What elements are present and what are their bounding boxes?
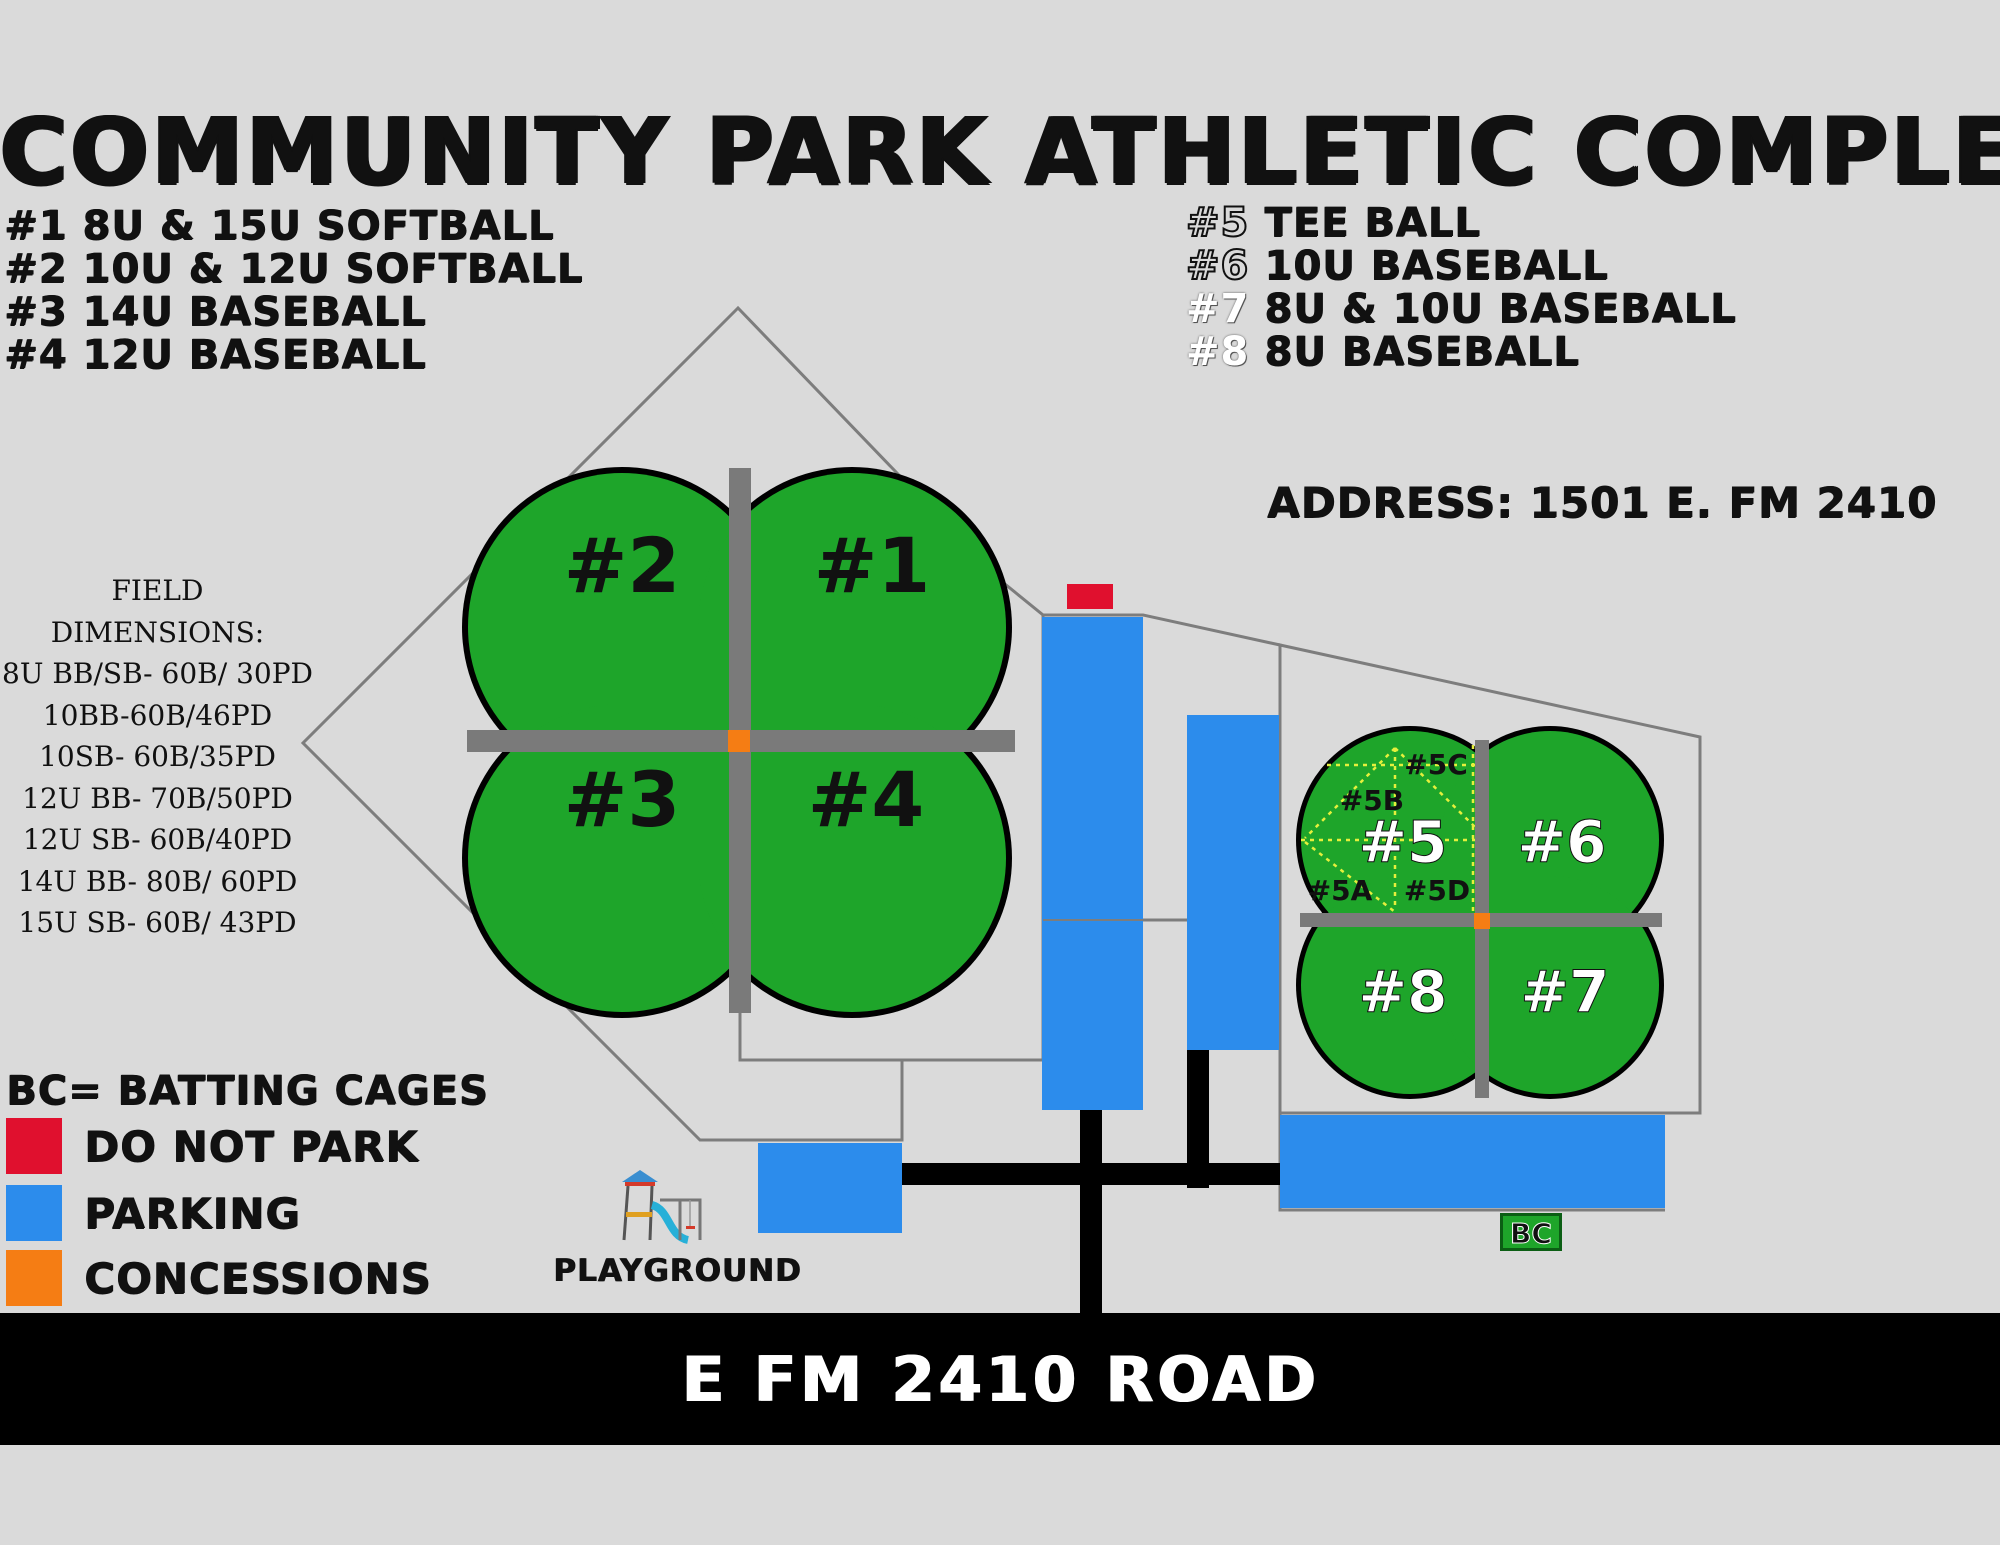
address-text: ADDRESS: 1501 E. FM 2410 xyxy=(1267,478,1938,527)
legend-label: DO NOT PARK xyxy=(84,1121,419,1171)
field-2-label: #2 xyxy=(564,521,681,610)
main-road: E FM 2410 ROAD xyxy=(0,1313,2000,1445)
legend-swatch-red xyxy=(6,1118,62,1174)
field-5a-label: #5A xyxy=(1308,874,1373,907)
parking-lot-center xyxy=(1187,715,1279,1050)
field-list-item: #5 TEE BALL xyxy=(1185,200,1481,246)
concession-stand-b xyxy=(1474,913,1490,929)
field-4-label: #4 xyxy=(808,755,925,844)
field-3-label: #3 xyxy=(564,755,681,844)
field-5-label: #5 xyxy=(1359,808,1448,876)
legend-swatch-orange xyxy=(6,1250,62,1306)
field-list-item: #7 8U & 10U BASEBALL xyxy=(1186,286,1737,332)
field-list-item: #3 14U BASEBALL xyxy=(4,289,427,335)
field-6-label: #6 xyxy=(1518,808,1607,876)
legend-swatch-blue xyxy=(6,1185,62,1241)
playground-icon xyxy=(622,1170,702,1244)
field-5c-label: #5C xyxy=(1404,748,1468,781)
field-5-subdivisions xyxy=(1301,745,1479,915)
parking-lot-east xyxy=(1280,1115,1665,1208)
legend-item-parking: PARKING xyxy=(6,1185,301,1241)
dimensions-heading: FIELD xyxy=(111,574,204,607)
concession-stand-a xyxy=(728,730,750,752)
dimension-line: 15U SB- 60B/ 43PD xyxy=(18,906,297,939)
legend-label: CONCESSIONS xyxy=(84,1253,432,1303)
field-list-right: #5 TEE BALL #6 10U BASEBALL #7 8U & 10U … xyxy=(1185,200,1737,375)
batting-cages-label: BC xyxy=(1510,1217,1552,1250)
legend-item-no-park: DO NOT PARK xyxy=(6,1118,419,1174)
field-list-item: #6 10U BASEBALL xyxy=(1185,243,1609,289)
field-5b-label: #5B xyxy=(1340,784,1404,817)
playground-label: PLAYGROUND xyxy=(553,1253,802,1289)
field-dimensions: FIELD DIMENSIONS: 8U BB/SB- 60B/ 30PD 10… xyxy=(0,570,315,944)
field-list-item: #1 8U & 15U SOFTBALL xyxy=(4,203,555,249)
field-list-item: #2 10U & 12U SOFTBALL xyxy=(4,246,584,292)
page-title: COMMUNITY PARK ATHLETIC COMPLEX xyxy=(0,98,2000,205)
field-7-label: #7 xyxy=(1521,958,1610,1026)
dimension-line: 10BB-60B/46PD xyxy=(42,698,273,732)
field-1-label: #1 xyxy=(814,521,931,610)
complex-b-boundary xyxy=(1278,643,1702,1115)
north-connector-road xyxy=(1187,1048,1209,1188)
legend-item-concessions: CONCESSIONS xyxy=(6,1250,432,1306)
main-entry-road xyxy=(1080,1108,1102,1318)
parking-lot-west xyxy=(758,1143,902,1233)
road-label: E FM 2410 ROAD xyxy=(681,1342,1319,1416)
field-8-label: #8 xyxy=(1359,958,1448,1026)
cross-road xyxy=(902,1163,1280,1185)
complex-a-fields xyxy=(462,467,1015,1018)
legend-label: PARKING xyxy=(84,1188,301,1238)
dimensions-heading: DIMENSIONS: xyxy=(50,615,265,649)
legend-title: BC= BATTING CAGES xyxy=(6,1068,489,1114)
complex-b-fields xyxy=(1296,726,1664,1099)
dimension-line: 12U SB- 60B/40PD xyxy=(22,823,293,856)
dimension-line: 14U BB- 80B/ 60PD xyxy=(17,864,298,898)
field-list-item: #8 8U BASEBALL xyxy=(1186,329,1580,375)
field-list-left: #1 8U & 15U SOFTBALL #2 10U & 12U SOFTBA… xyxy=(4,205,583,377)
field-list-item: #4 12U BASEBALL xyxy=(4,332,427,378)
field-5d-label: #5D xyxy=(1404,874,1470,907)
dimension-line: 12U BB- 70B/50PD xyxy=(22,781,293,815)
parking-lot-main xyxy=(1042,617,1143,1110)
batting-cages: BC xyxy=(1500,1213,1562,1251)
dimension-line: 10SB- 60B/35PD xyxy=(39,740,276,773)
no-parking-zone xyxy=(1067,584,1113,609)
dimension-line: 8U BB/SB- 60B/ 30PD xyxy=(2,657,313,690)
